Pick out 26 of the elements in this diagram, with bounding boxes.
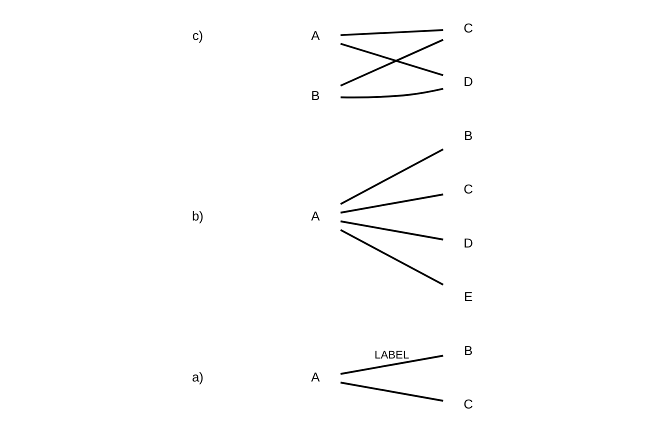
connector — [340, 229, 444, 286]
connector — [340, 38, 444, 87]
node-text: B — [310, 88, 320, 103]
connector — [340, 382, 443, 402]
node-text: A — [310, 370, 320, 385]
connector — [340, 88, 443, 98]
connector — [340, 42, 443, 76]
edge-label: LABEL — [374, 349, 409, 362]
connector — [340, 194, 443, 214]
label: a) — [191, 370, 203, 385]
connector — [340, 354, 443, 375]
connector — [340, 148, 444, 205]
node-text: A — [310, 28, 320, 43]
node-text: D — [463, 235, 472, 250]
node-text: A — [310, 208, 320, 224]
node-text: D — [463, 74, 472, 90]
node-text: C — [463, 396, 472, 412]
node-text: B — [463, 342, 472, 358]
label: c) — [192, 28, 203, 43]
node-text: C — [463, 182, 472, 197]
connector — [340, 29, 443, 36]
node-text: E — [463, 289, 472, 304]
node-text: C — [463, 20, 472, 36]
node-text: B — [463, 128, 472, 143]
connector — [340, 220, 443, 240]
label: b) — [191, 208, 203, 224]
